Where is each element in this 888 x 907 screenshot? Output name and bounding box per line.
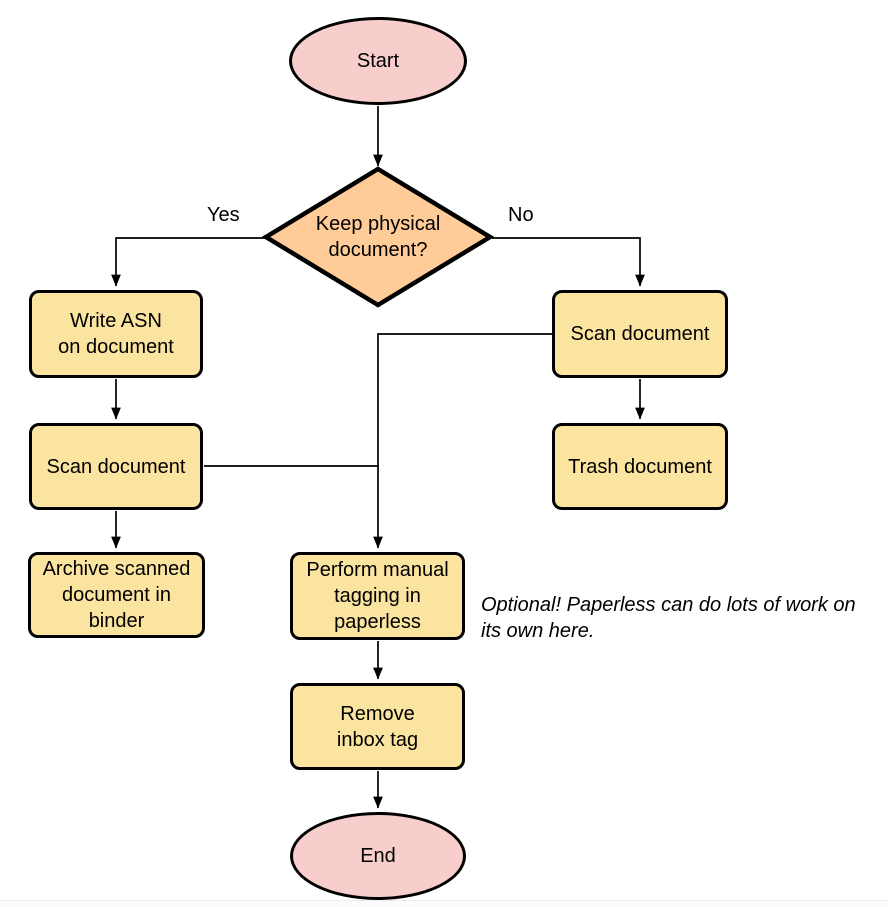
write-asn-node: Write ASN on document [29,290,203,378]
write-asn-node-label: Write ASN on document [58,310,174,358]
scan-document-left-node-label: Scan document [46,455,186,478]
remove-inbox-tag-node-label: Remove inbox tag [336,702,419,751]
archive-node-label: Archive scanned document in binder [42,558,191,632]
archive-node: Archive scanned document in binder [28,552,205,638]
edge-label-no: No [508,204,534,226]
manual-tagging-node-label: Perform manual tagging in paperless [306,559,449,633]
manual-tagging-node: Perform manual tagging in paperless [290,552,465,640]
edge-decision-yes-to-write-asn [111,237,265,287]
trash-document-node-label: Trash document [568,455,712,478]
remove-inbox-tag-node: Remove inbox tag [290,683,465,770]
scan-document-right-node: Scan document [552,290,728,378]
optional-note: Optional! Paperless can do lots of work … [481,594,856,642]
start-node-label: Start [356,50,400,72]
start-node: Start [289,17,467,105]
decision-node-label: Keep physical document? [315,213,441,261]
end-node-label: End [360,845,396,867]
page-bottom-divider [0,900,888,901]
edge-scan-right-to-tagging [373,333,552,549]
edge-label-yes: Yes [207,204,240,226]
scan-document-right-node-label: Scan document [570,323,710,345]
scan-document-left-node: Scan document [29,423,203,510]
decision-node: Keep physical document? [262,165,494,309]
trash-document-node: Trash document [552,423,728,510]
edge-decision-no-to-scan-right [492,237,645,287]
end-node: End [290,812,466,900]
decision-diamond-shape [262,166,494,308]
page-bottom-strip [0,901,888,907]
